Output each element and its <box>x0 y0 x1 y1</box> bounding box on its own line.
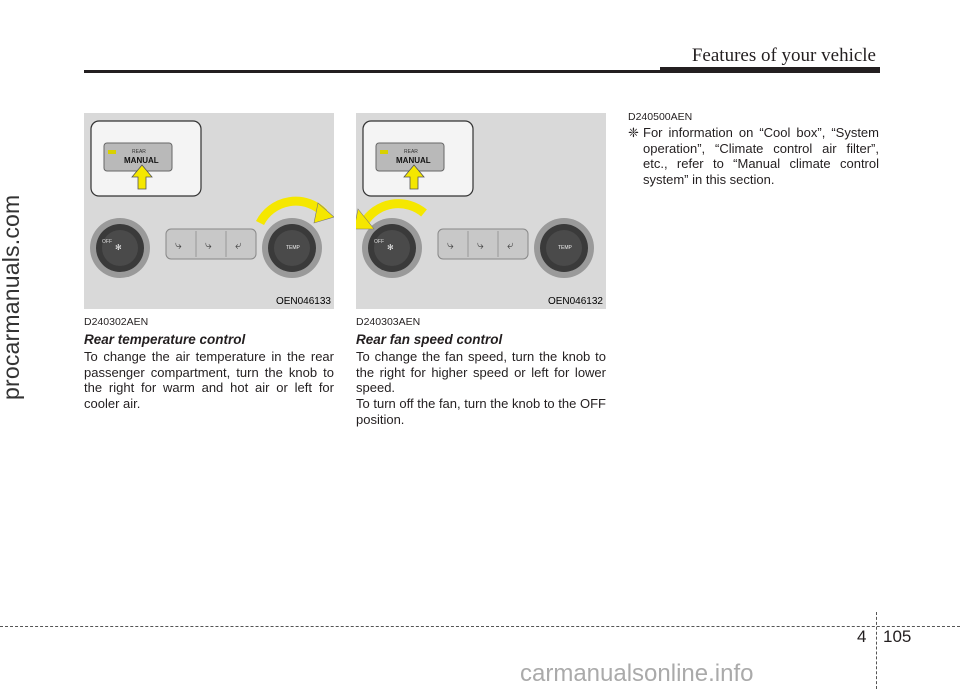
knob-off-text: OFF <box>374 239 384 245</box>
fan-icon: ✻ <box>115 243 122 252</box>
figure-label: OEN046133 <box>275 296 331 307</box>
rotate-arrow-icon <box>360 199 427 226</box>
fan-icon: ✻ <box>387 243 394 252</box>
manual-button-text: MANUAL <box>124 156 159 165</box>
section-paragraph: To change the air temperature in the rea… <box>84 349 334 411</box>
mode-bilevel-icon: ⤷ <box>477 238 484 252</box>
figure-label: OEN046132 <box>547 296 603 307</box>
section-heading: Rear fan speed control <box>356 332 503 347</box>
knob-temp-text: TEMP <box>558 245 573 251</box>
mode-floor-icon: ⤶ <box>507 238 514 252</box>
climate-panel-illustration: REAR MANUAL OFF ✻ ⤷ ⤷ ⤶ TEMP <box>90 120 334 278</box>
side-watermark: procarmanuals.com <box>0 194 24 400</box>
section-code: D240303AEN <box>356 316 421 328</box>
mode-face-icon: ⤷ <box>447 238 454 252</box>
section-number: 4 <box>857 627 867 646</box>
section-paragraph: To turn off the fan, turn the knob to th… <box>356 396 606 427</box>
mode-bilevel-icon: ⤷ <box>205 238 212 252</box>
press-arrow-icon <box>131 164 153 190</box>
manual-button-top-text: REAR <box>132 149 146 155</box>
manual-button-top-text: REAR <box>404 149 418 155</box>
bottom-watermark: carmanualsonline.info <box>520 660 754 687</box>
footer-rule <box>0 626 960 627</box>
note-paragraph: For information on “Cool box”, “System o… <box>643 125 879 187</box>
mode-face-icon: ⤷ <box>175 238 182 252</box>
section-code: D240500AEN <box>628 111 693 123</box>
section-heading: Rear temperature control <box>84 332 246 347</box>
knob-temp-text: TEMP <box>286 245 301 251</box>
figure-rear-temperature: REAR MANUAL OFF ✻ ⤷ ⤷ ⤶ TEMP OEN046133 <box>84 113 334 309</box>
footer-divider <box>876 612 877 689</box>
press-arrow-icon <box>403 164 425 190</box>
knob-off-text: OFF <box>102 239 112 245</box>
page-header-title: Features of your vehicle <box>691 45 876 66</box>
note-symbol-icon: ❈ <box>628 125 639 140</box>
header-rule-accent <box>660 67 880 73</box>
figure-rear-fan-speed: REAR MANUAL OFF ✻ ⤷ ⤷ ⤶ TEMP OEN046132 <box>356 113 606 309</box>
rotate-right-arrow-icon <box>255 196 328 226</box>
section-paragraph: To change the fan speed, turn the knob t… <box>356 349 606 395</box>
mode-floor-icon: ⤶ <box>235 238 242 252</box>
page-number: 105 <box>883 627 912 646</box>
section-code: D240302AEN <box>84 316 149 328</box>
manual-button-text: MANUAL <box>396 156 431 165</box>
climate-panel-illustration: REAR MANUAL OFF ✻ ⤷ ⤷ ⤶ TEMP <box>356 120 594 278</box>
header-rule <box>84 70 880 73</box>
